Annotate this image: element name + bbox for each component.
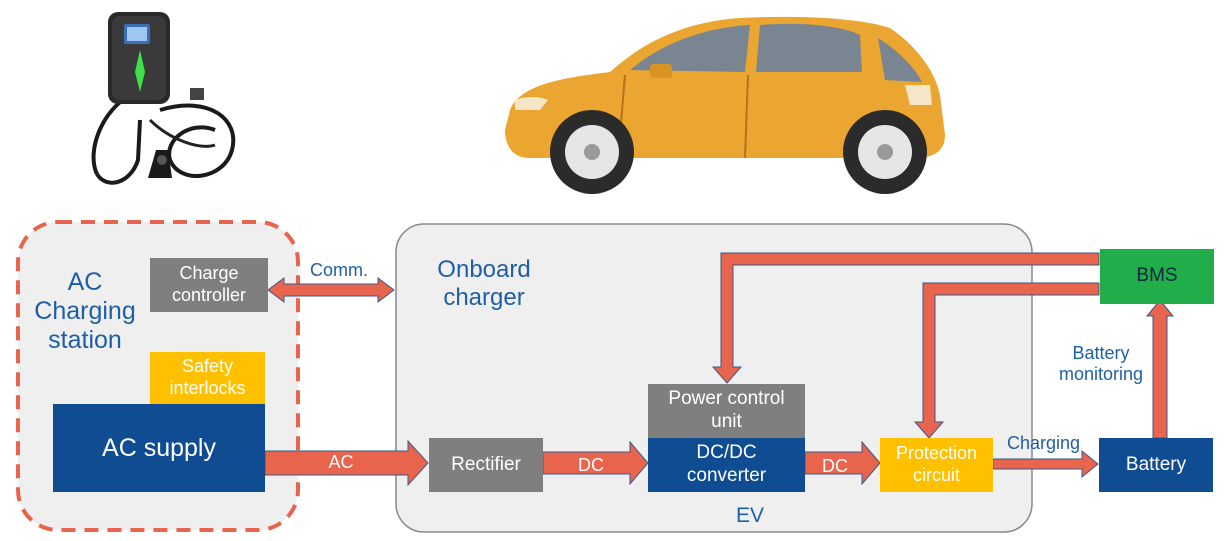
charging-label: Charging — [1006, 433, 1081, 453]
rectifier-box: Rectifier — [429, 438, 543, 492]
ev-label: EV — [735, 504, 764, 527]
charge-controller-box: Charge controller — [150, 258, 268, 312]
dc-arrow-2 — [804, 440, 881, 486]
car-image — [505, 16, 945, 194]
bms-to-pcu-arrow — [711, 252, 1100, 384]
dc-arrow-label-2: DC — [822, 456, 848, 476]
comm-label: Comm. — [310, 260, 368, 280]
protection-circuit-box: Protection circuit — [880, 438, 993, 492]
battery-monitoring-arrow — [1145, 299, 1175, 439]
battery-box: Battery — [1099, 438, 1213, 492]
dc-arrow-1 — [542, 440, 649, 486]
power-control-unit-box: Power control unit — [648, 384, 805, 438]
safety-interlocks-box: Safety interlocks — [150, 352, 265, 404]
ac-supply-box: AC supply — [53, 404, 265, 492]
onboard-charger-title: Onboard charger — [437, 256, 531, 311]
wall-charger-image — [91, 12, 236, 185]
ac-arrow — [264, 439, 429, 487]
comm-arrow — [267, 277, 395, 303]
charging-arrow — [992, 449, 1099, 479]
bms-to-protection-arrow — [913, 282, 1100, 439]
bms-box: BMS — [1100, 249, 1214, 304]
arrows — [264, 252, 1175, 487]
dc-arrow-label-1: DC — [578, 455, 604, 475]
battery-monitoring-label: Battery monitoring — [1058, 343, 1144, 384]
ac-arrow-label: AC — [328, 452, 354, 472]
charging-station-title: AC Charging station — [34, 268, 136, 354]
dcdc-converter-box: DC/DC converter — [648, 438, 805, 492]
